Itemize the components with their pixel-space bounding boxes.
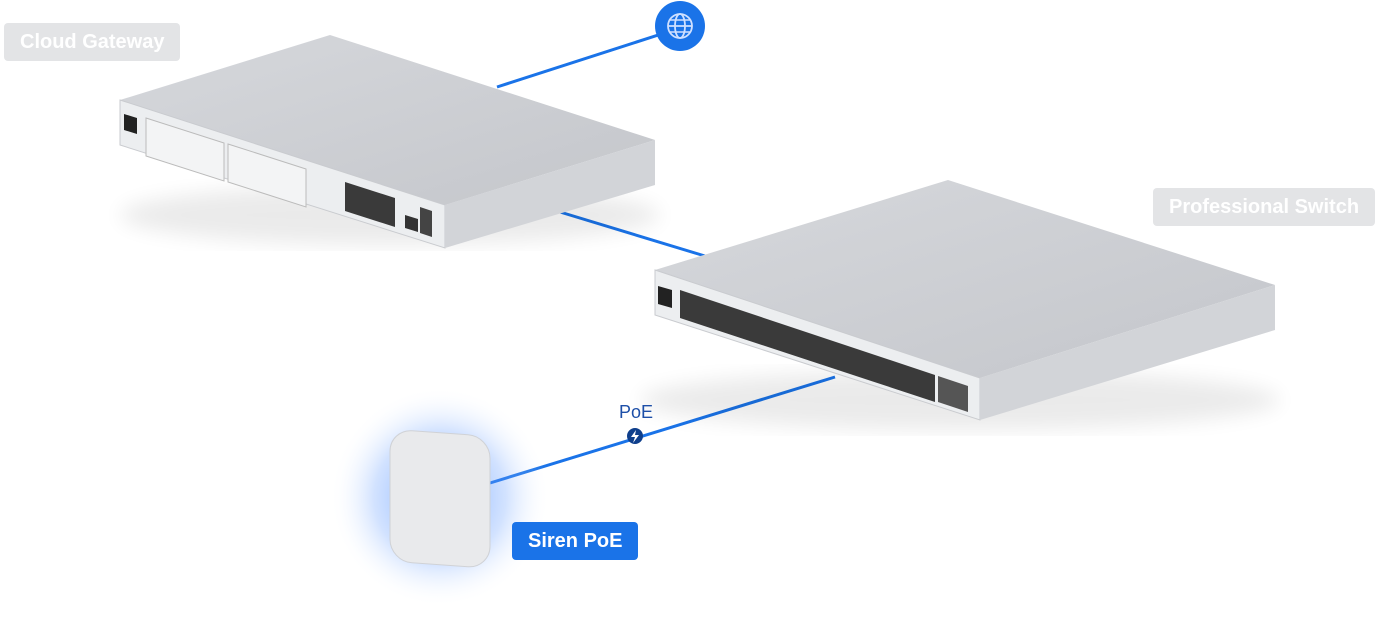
professional-switch-label: Professional Switch: [1153, 188, 1376, 226]
professional-switch-device: [640, 180, 1280, 430]
globe-icon: [655, 1, 705, 51]
internet-link: [496, 26, 681, 89]
lightning-icon: [627, 428, 643, 444]
poe-label: PoE: [619, 402, 654, 422]
cloud-gateway-device: [119, 35, 660, 249]
cloud-gateway-label: Cloud Gateway: [4, 23, 181, 61]
siren-poe-label: Siren PoE: [512, 522, 639, 560]
siren-poe-device: [330, 387, 550, 607]
